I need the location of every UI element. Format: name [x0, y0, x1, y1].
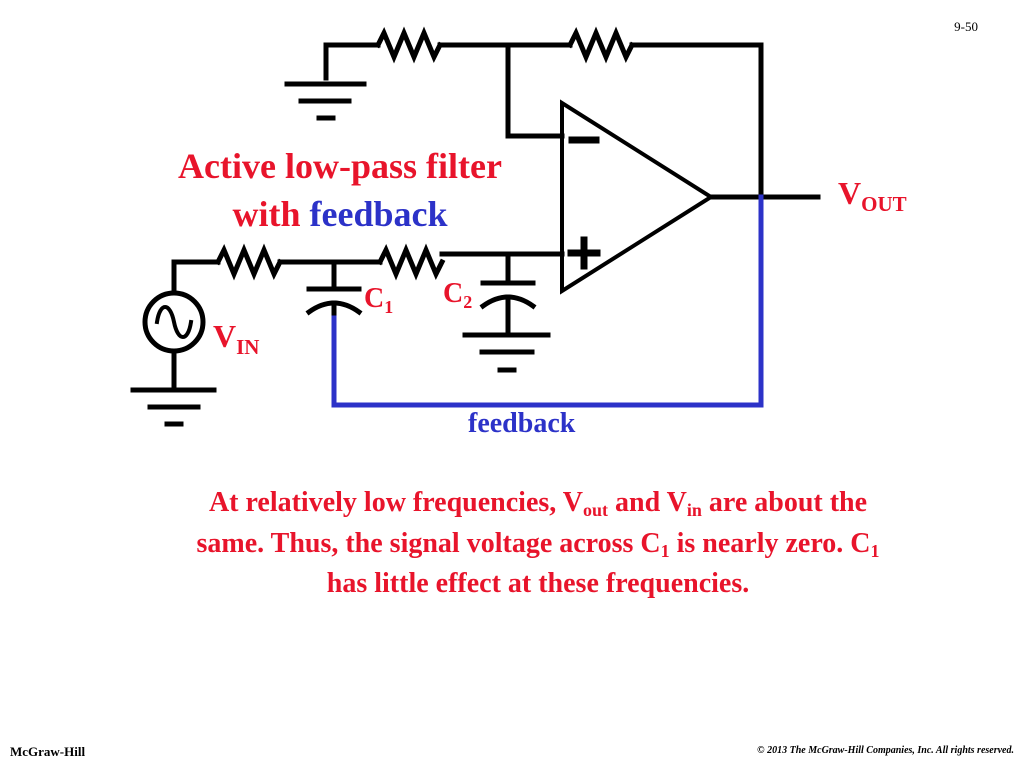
desc-part-3: are about the same. Thus, the signal vol… [196, 487, 868, 559]
ground-wire-top [323, 42, 381, 81]
vout-sub: OUT [861, 192, 907, 216]
resistor-rf-top [566, 26, 636, 64]
c1-main: C [364, 283, 385, 314]
resistor-r2-input [376, 243, 446, 281]
desc-part-5: has little effect at these frequencies. [326, 568, 750, 599]
vout-label: VOUT [838, 175, 907, 217]
description-text: At relatively low frequencies, Vout and … [190, 483, 886, 605]
wire-inverting-input [505, 42, 565, 139]
desc-sub-c1a: 1 [660, 540, 670, 561]
desc-sub-in: in [686, 500, 702, 520]
ac-source [142, 290, 206, 354]
desc-sub-c1b: 1 [870, 540, 880, 561]
resistor-r1-top [374, 26, 444, 64]
resistor-r1-input [214, 243, 284, 281]
ground-symbol-source [130, 387, 217, 427]
slide-title: Active low-pass filter with feedback [120, 142, 560, 238]
wire-top-right [629, 42, 764, 200]
desc-part-1: At relatively low frequencies, V [208, 487, 583, 518]
c1-label: C1 [364, 283, 393, 318]
title-feedback-word: feedback [309, 194, 448, 234]
vin-sub: IN [236, 335, 260, 359]
feedback-label: feedback [468, 408, 576, 439]
page-number: 9-50 [954, 19, 978, 34]
feedback-path [331, 194, 764, 408]
source-wire-top [171, 259, 221, 295]
vout-main: V [838, 175, 862, 211]
vin-label: VIN [213, 318, 259, 360]
c2-main: C [443, 278, 464, 309]
title-line-1: Active low-pass filter [178, 146, 502, 186]
desc-part-2: and V [608, 487, 687, 518]
capacitor-c2 [479, 251, 537, 338]
ground-symbol-c2 [462, 332, 551, 373]
desc-sub-out: out [583, 500, 609, 520]
footer-copyright: © 2013 The McGraw-Hill Companies, Inc. A… [757, 745, 1014, 756]
title-with-word: with [232, 194, 301, 234]
ground-symbol-top [284, 81, 367, 121]
footer-publisher: McGraw-Hill [10, 744, 86, 759]
op-amp-triangle [560, 99, 715, 295]
desc-part-4: is nearly zero. C [669, 527, 871, 559]
c2-sub: 2 [463, 292, 473, 312]
title-line-2: with feedback [120, 190, 560, 238]
op-amp-plus-sign [567, 236, 601, 270]
c2-label: C2 [443, 278, 472, 313]
c1-sub: 1 [384, 297, 394, 317]
vin-main: V [213, 318, 237, 354]
capacitor-c1 [305, 259, 363, 321]
